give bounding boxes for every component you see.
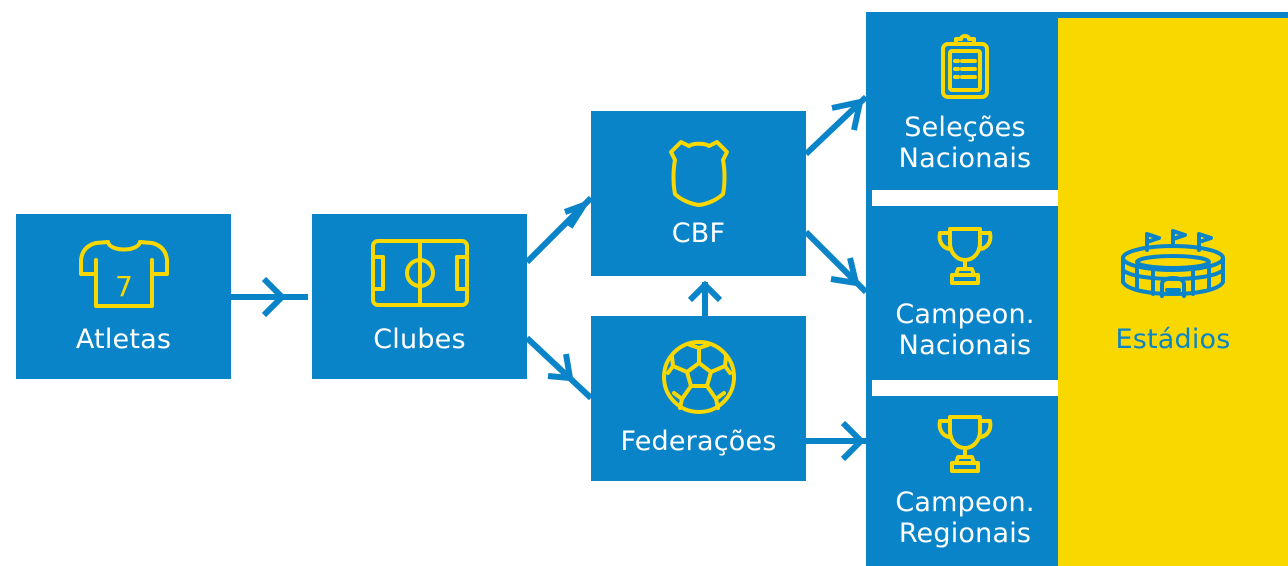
- jersey-icon: 7: [78, 240, 169, 308]
- arrow-cbf-selecoes: [803, 94, 869, 157]
- shield-icon: [668, 140, 729, 207]
- football-field-icon: [370, 239, 469, 307]
- label-line-2: Nacionais: [898, 330, 1032, 361]
- node-label-atletas: Atletas: [75, 324, 172, 355]
- node-campeonatos-regionais: Campeon. Regionais: [872, 396, 1058, 566]
- arrow-cbf-campeon-nacionais: [803, 229, 869, 295]
- trophy-icon: [937, 415, 993, 473]
- arrow-federacoes-campeon-regionais: [806, 420, 866, 462]
- label-line-1: Seleções: [904, 112, 1026, 143]
- node-estadios: Estádios: [1058, 18, 1288, 566]
- node-federacoes: Federações: [591, 316, 806, 481]
- stadium-icon: [1121, 228, 1225, 298]
- arrow-clubes-federacoes: [524, 335, 594, 401]
- separator: [872, 190, 1058, 206]
- label-line-1: Campeon.: [895, 299, 1035, 330]
- node-campeonatos-nacionais: Campeon. Nacionais: [872, 206, 1058, 380]
- clipboard-icon: [941, 34, 989, 99]
- label-line-2: Regionais: [898, 518, 1032, 549]
- jersey-number: 7: [115, 270, 133, 303]
- node-clubes: Clubes: [312, 214, 527, 379]
- node-atletas: 7 Atletas: [16, 214, 231, 379]
- arrow-federacoes-cbf: [687, 280, 723, 316]
- soccer-ball-icon: [661, 340, 736, 414]
- arrow-atletas-clubes: [231, 276, 308, 318]
- node-label-campeon-nacionais: Campeon. Nacionais: [895, 299, 1034, 361]
- node-label-selecoes: Seleções Nacionais: [899, 112, 1032, 174]
- node-label-clubes: Clubes: [373, 324, 466, 355]
- node-cbf: CBF: [591, 111, 806, 276]
- label-line-2: Nacionais: [898, 143, 1032, 174]
- node-label-cbf: CBF: [671, 218, 726, 249]
- label-line-1: Campeon.: [895, 487, 1035, 518]
- node-label-federacoes: Federações: [620, 426, 777, 457]
- separator: [872, 380, 1058, 396]
- node-selecoes-nacionais: Seleções Nacionais: [872, 18, 1058, 190]
- arrow-clubes-cbf: [524, 195, 594, 265]
- trophy-icon: [937, 227, 993, 285]
- node-label-campeon-regionais: Campeon. Regionais: [895, 487, 1034, 549]
- node-label-estadios: Estádios: [1115, 323, 1231, 355]
